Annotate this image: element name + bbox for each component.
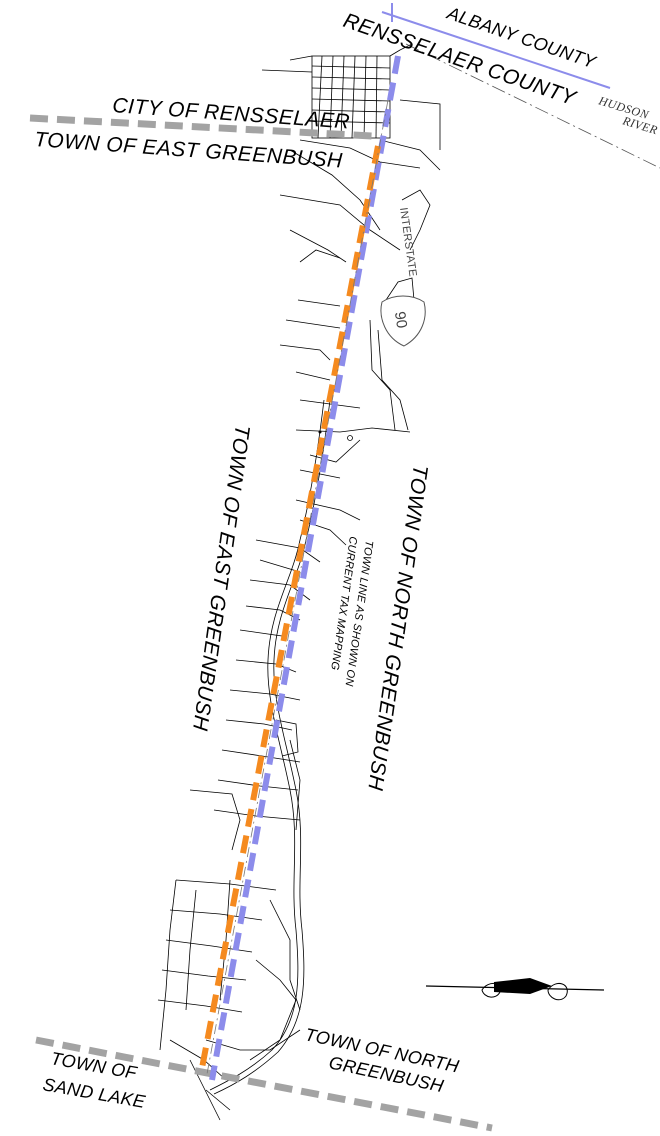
town-line-centerline bbox=[206, 99, 389, 1075]
north-arrow-icon bbox=[425, 978, 605, 1001]
town-line-alternate bbox=[209, 55, 401, 1081]
interstate-label: INTERSTATE bbox=[397, 207, 419, 278]
interstate-number-label: 90 bbox=[391, 310, 410, 329]
hudson-river-line bbox=[405, 43, 660, 169]
town-line-tax-map bbox=[199, 145, 381, 1069]
town-of-east-greenbush-vertical-label: TOWN OF EAST GREENBUSH bbox=[188, 423, 254, 732]
south-town-boundary bbox=[35, 1036, 493, 1132]
town-of-east-greenbush-top-label: TOWN OF EAST GREENBUSH bbox=[34, 128, 344, 173]
city-street-grid bbox=[261, 43, 441, 171]
municipal-boundary-lines bbox=[29, 114, 493, 1132]
city-town-boundary bbox=[29, 114, 373, 140]
interstate-shield-icon: 90 bbox=[380, 295, 426, 347]
marker-dot bbox=[347, 435, 353, 441]
county-line bbox=[381, 3, 611, 89]
marker-dot bbox=[318, 430, 322, 434]
town-of-north-greenbush-vertical-label: TOWN OF NORTH GREENBUSH bbox=[363, 463, 432, 792]
